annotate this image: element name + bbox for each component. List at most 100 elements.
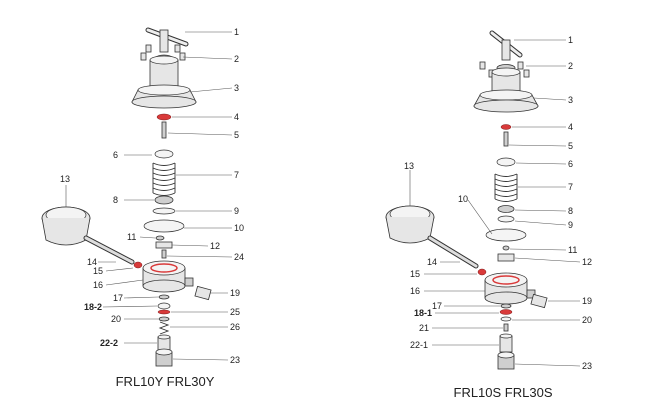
right-label-1: 1	[568, 35, 573, 45]
left-label-19: 19	[230, 288, 240, 298]
right-part-6-washer	[496, 157, 516, 167]
right-part-10-diaphragm	[485, 228, 527, 242]
left-part-15-ring	[133, 261, 143, 269]
left-label-2: 2	[234, 54, 239, 64]
left-label-14: 14	[87, 257, 97, 267]
left-label-5: 5	[234, 130, 239, 140]
right-label-2: 2	[568, 61, 573, 71]
left-part-5-stem	[161, 121, 167, 139]
right-part-12-valve	[497, 253, 515, 262]
left-part-11	[155, 235, 165, 241]
right-label-23: 23	[582, 361, 592, 371]
right-label-14: 14	[427, 257, 437, 267]
left-label-26: 26	[230, 322, 240, 332]
left-part-3-bonnet	[131, 55, 197, 109]
left-part-18-2	[157, 302, 171, 310]
left-part-23-nut	[155, 348, 173, 367]
right-label-11: 11	[568, 245, 577, 255]
right-label-3: 3	[568, 95, 573, 105]
left-label-7: 7	[234, 170, 239, 180]
right-assembly: 1 2 3 4 5 6 7 8 9 10 11 12 13 14 15 16 1…	[385, 30, 592, 400]
right-part-5-stem	[503, 131, 509, 147]
right-part-8-seat	[497, 205, 515, 213]
right-label-16: 16	[410, 286, 420, 296]
right-part-16-body	[484, 272, 536, 305]
right-label-4: 4	[568, 122, 573, 132]
left-part-4-ring	[156, 113, 172, 121]
right-part-9-washer	[497, 215, 515, 223]
left-label-12: 12	[210, 241, 220, 251]
right-part-19-plug	[530, 293, 548, 309]
left-part-17	[158, 294, 170, 300]
left-label-4: 4	[234, 112, 239, 122]
left-part-19-plug	[194, 285, 212, 301]
left-part-9-washer	[152, 207, 176, 215]
left-caption: FRL10Y FRL30Y	[116, 374, 215, 389]
right-caption: FRL10S FRL30S	[454, 385, 553, 400]
left-label-8: 8	[113, 195, 118, 205]
left-assembly: 1 2 3 4 5 6 7 8 9 10 11 12 13 14 15 16 1…	[41, 27, 244, 389]
left-label-24: 24	[234, 252, 244, 262]
right-label-22-1: 22-1	[410, 340, 428, 350]
left-label-15: 15	[93, 266, 103, 276]
left-part-16-body	[142, 260, 194, 293]
left-label-17: 17	[113, 293, 123, 303]
left-part-26-spring	[158, 321, 170, 335]
left-label-25: 25	[230, 307, 240, 317]
left-part-7-spring	[152, 162, 176, 196]
right-label-18-1: 18-1	[414, 308, 432, 318]
left-part-6-washer	[154, 149, 174, 159]
right-label-7: 7	[568, 182, 573, 192]
left-label-22-2: 22-2	[100, 338, 118, 348]
right-part-14-stem	[427, 235, 479, 269]
left-part-1-handle	[145, 27, 189, 53]
right-label-5: 5	[568, 141, 573, 151]
left-part-14-stem	[83, 235, 135, 265]
right-part-23-nut	[497, 351, 515, 370]
left-part-12-valve	[155, 241, 173, 249]
right-label-19: 19	[582, 296, 592, 306]
right-part-13-gauge	[385, 205, 435, 244]
right-label-12: 12	[582, 257, 592, 267]
right-label-21: 21	[419, 323, 429, 333]
left-leader-lines	[65, 31, 233, 361]
right-label-15: 15	[410, 269, 420, 279]
left-label-13: 13	[60, 174, 70, 184]
left-label-16: 16	[93, 280, 103, 290]
left-label-18-2: 18-2	[84, 302, 102, 312]
left-part-10-diaphragm	[143, 219, 185, 233]
right-label-13: 13	[404, 161, 414, 171]
right-label-8: 8	[568, 206, 573, 216]
right-label-20: 20	[582, 315, 592, 325]
right-part-7-spring	[494, 173, 518, 202]
left-part-25-ring	[157, 309, 171, 315]
left-part-13-gauge	[41, 206, 91, 246]
left-part-20	[158, 316, 170, 322]
left-part-24-pin	[161, 249, 167, 259]
right-part-21	[503, 323, 509, 332]
right-label-10: 10	[458, 194, 468, 204]
left-part-22-2-drain	[157, 334, 171, 352]
right-part-1-handle	[489, 30, 523, 61]
left-label-3: 3	[234, 83, 239, 93]
left-label-9: 9	[234, 206, 239, 216]
left-label-20: 20	[111, 314, 121, 324]
left-label-11: 11	[127, 232, 136, 242]
right-part-11	[502, 245, 510, 251]
left-label-1: 1	[234, 27, 239, 37]
right-part-22-1-drain	[499, 333, 513, 353]
left-label-6: 6	[113, 150, 118, 160]
right-part-20	[500, 316, 512, 322]
left-label-10: 10	[234, 223, 244, 233]
right-part-17	[500, 303, 512, 309]
right-part-3-bonnet	[473, 67, 539, 113]
left-part-8-seat	[154, 195, 174, 205]
right-part-15-ring	[477, 268, 487, 276]
right-leader-lines	[409, 39, 581, 367]
right-label-6: 6	[568, 159, 573, 169]
right-part-4-ring	[500, 124, 512, 130]
left-label-23: 23	[230, 355, 240, 365]
right-label-9: 9	[568, 220, 573, 230]
right-part-18-1	[499, 309, 513, 315]
